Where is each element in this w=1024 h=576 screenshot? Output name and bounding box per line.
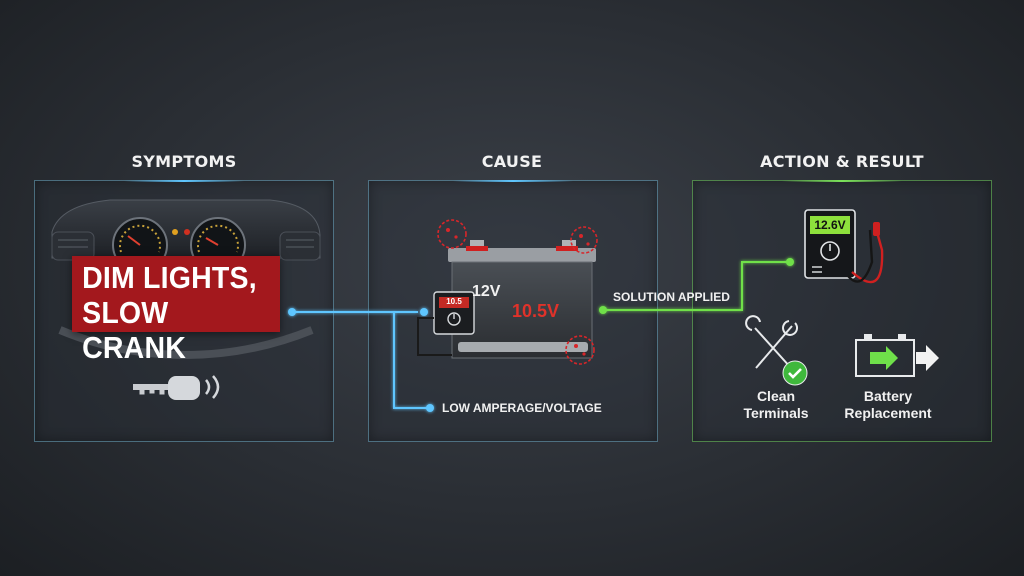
action-heading: ACTION & RESULT xyxy=(760,152,924,171)
symptom-cause-connector xyxy=(288,308,434,412)
car-key-icon xyxy=(133,375,220,400)
arrow-right-icon xyxy=(916,345,939,371)
clean-terminals-label: Clean Terminals xyxy=(736,388,816,422)
checkmark-icon xyxy=(782,360,808,386)
dashboard-icon xyxy=(51,199,321,360)
measured-voltage: 10.5V xyxy=(512,301,560,321)
clean-terminals-line-1: Clean xyxy=(756,388,796,404)
action-multimeter-icon xyxy=(804,209,884,284)
symptom-line-1: DIM LIGHTS, xyxy=(82,260,257,295)
symptom-banner: DIM LIGHTS, SLOW CRANK xyxy=(72,256,280,365)
cause-meter-readout: 10.5 xyxy=(446,297,462,306)
battery-replacement-label: Battery Replacement xyxy=(838,388,938,422)
clean-terminals-line-2: Terminals xyxy=(743,405,809,421)
battery-replacement-line-1: Battery xyxy=(863,388,913,404)
battery-replacement-line-2: Replacement xyxy=(844,405,932,421)
wrench-icon xyxy=(745,315,798,369)
solution-applied-label: SOLUTION APPLIED xyxy=(613,290,730,304)
action-meter-readout: 12.6V xyxy=(814,218,846,232)
low-voltage-label: LOW AMPERAGE/VOLTAGE xyxy=(442,401,602,415)
battery-replace-icon xyxy=(855,334,915,377)
cause-heading: CAUSE xyxy=(481,152,543,171)
multimeter-icon xyxy=(417,291,475,356)
symptom-line-2: SLOW CRANK xyxy=(82,295,187,365)
symptoms-heading: SYMPTOMS xyxy=(131,152,237,171)
corrosion-icon xyxy=(437,219,598,365)
solution-connector xyxy=(599,258,794,314)
battery-rating: 12V xyxy=(472,283,501,300)
